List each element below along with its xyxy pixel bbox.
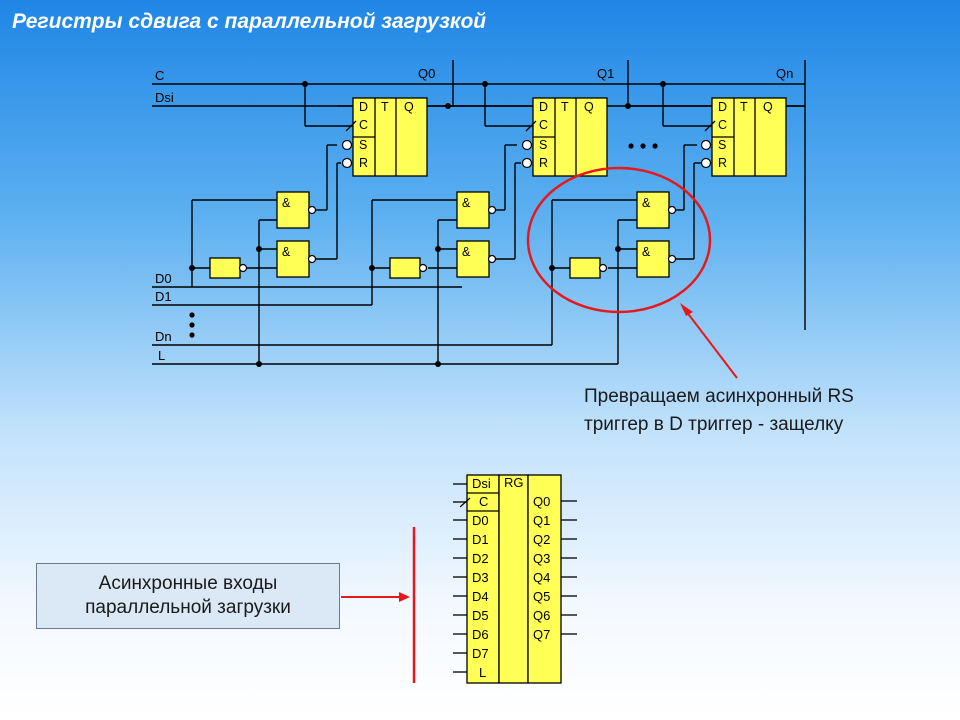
async-inputs-note: Асинхронные входы параллельной загрузки [36,563,340,629]
flipflop-2: D C S R T Q [521,97,608,177]
rg-output-q4: Q4 [533,570,550,585]
ff2-d-label: D [539,100,548,114]
gates-stage-2: & & [389,191,497,279]
ffn-d-label: D [718,100,727,114]
rg-input-d3: D3 [472,570,489,585]
and-gate-label: & [282,196,291,210]
ff2-t-label: T [561,100,569,114]
page-title: Регистры сдвига с параллельной загрузкой [12,10,487,33]
signal-dsi-label: Dsi [155,90,174,105]
rg-clock-label: C [479,494,488,509]
and-gate-label: & [642,245,651,259]
rg-input-d1: D1 [472,532,489,547]
rg-input-d4: D4 [472,589,489,604]
signal-dn-label: Dn [155,329,172,344]
rg-output-q3: Q3 [533,551,550,566]
rg-input-d2: D2 [472,551,489,566]
rg-input-d0: D0 [472,513,489,528]
signal-l-label: L [158,348,165,363]
rg-output-q7: Q7 [533,627,550,642]
register-rg: Dsi C RG D0 D1 D2 D3 D4 D5 D6 D7 L Q0 Q1… [453,474,577,684]
rg-output-q5: Q5 [533,589,550,604]
output-qn-label: Qn [776,66,793,81]
signal-d1-label: D1 [155,289,172,304]
highlight-arrow [682,306,738,379]
junction-dots [189,81,666,367]
ff1-s-label: S [359,138,367,152]
and-gate-label: & [282,245,291,259]
signal-c-label: C [155,68,164,83]
rg-output-q0: Q0 [533,494,550,509]
ff2-r-label: R [539,156,548,170]
ff1-d-label: D [359,100,368,114]
rg-load-label: L [479,665,486,680]
and-gate-label: & [462,196,471,210]
note-line-1: Асинхронные входы [98,573,278,594]
ffn-c-label: C [718,118,727,132]
output-q1-label: Q1 [597,66,614,81]
signal-d0-label: D0 [155,271,172,286]
note-line-2: параллельной загрузки [85,597,291,618]
rg-input-d7: D7 [472,646,489,661]
and-gate-label: & [462,245,471,259]
and-gate-label: & [642,196,651,210]
ff1-r-label: R [359,156,368,170]
rg-name-label: RG [504,475,524,490]
ff1-q-label: Q [404,100,414,114]
ff1-c-label: C [359,118,368,132]
highlight-ellipse [526,166,712,314]
rg-dsi-label: Dsi [472,476,491,491]
flipflop-n: D C S R T Q [700,97,787,177]
ff1-t-label: T [381,100,389,114]
rg-output-q6: Q6 [533,608,550,623]
rg-input-d6: D6 [472,627,489,642]
rg-output-q1: Q1 [533,513,550,528]
ff2-s-label: S [539,138,547,152]
ffn-r-label: R [718,156,727,170]
output-q0-label: Q0 [418,66,435,81]
ff2-c-label: C [539,118,548,132]
rg-output-q2: Q2 [533,532,550,547]
flipflop-1: D C S R T Q [341,97,428,177]
ffn-t-label: T [740,100,748,114]
ffn-q-label: Q [763,100,773,114]
ffn-s-label: S [718,138,726,152]
ff2-q-label: Q [584,100,594,114]
rg-input-d5: D5 [472,608,489,623]
annotation-line-1: Превращаем асинхронный RS [584,386,854,407]
annotation-line-2: триггер в D триггер - защелку [584,414,844,435]
gates-stage-1: & & [209,191,317,279]
gates-stage-n: & & [569,191,677,279]
